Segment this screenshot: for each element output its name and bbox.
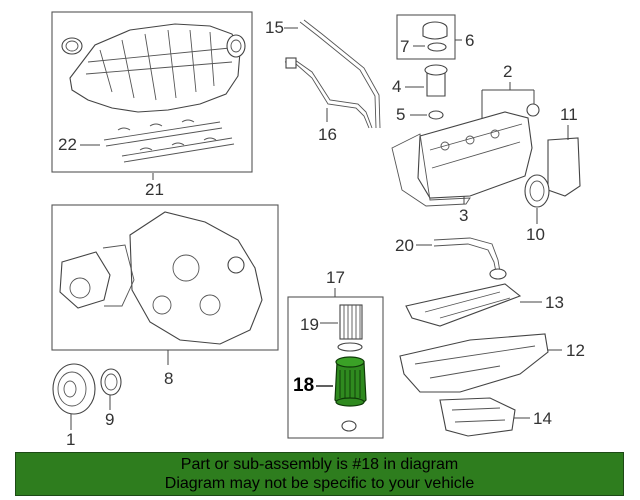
callout-1: 1 (66, 430, 75, 449)
exploded-parts-diagram: 22 21 15 16 7 6 4 5 2 (51, 11, 585, 449)
oil-filter-cap-highlighted (334, 356, 367, 407)
callout-7: 7 (400, 37, 409, 56)
callout-12: 12 (566, 341, 585, 360)
timing-cover (129, 211, 263, 345)
o-ring (428, 110, 444, 120)
drain-plug (341, 420, 357, 432)
oil-filter-element (339, 304, 363, 340)
callout-21: 21 (145, 180, 164, 199)
callout-20: 20 (395, 236, 414, 255)
callout-9: 9 (105, 410, 114, 429)
filler-cap-box (396, 14, 456, 60)
callout-13: 13 (545, 293, 564, 312)
callout-16: 16 (318, 125, 337, 144)
oil-filler-cap (422, 21, 448, 40)
cover-seal (526, 103, 540, 117)
cover-plate (547, 137, 581, 197)
callout-17: 17 (326, 268, 345, 287)
gasket-ring (61, 37, 83, 55)
callout-3: 3 (459, 206, 468, 225)
filter-o-ring (337, 342, 363, 352)
upper-oil-pan (399, 333, 549, 393)
callout-10: 10 (526, 225, 545, 244)
dipstick-and-guide (284, 19, 381, 129)
callout-11: 11 (560, 105, 578, 124)
callout-15: 15 (265, 18, 284, 37)
baffle-plate (405, 283, 522, 327)
callout-22: 22 (58, 135, 77, 154)
intake-manifold (69, 23, 246, 113)
callout-19: 19 (300, 315, 319, 334)
intake-gaskets (103, 119, 235, 163)
callout-4: 4 (392, 77, 401, 96)
callout-6: 6 (465, 31, 474, 50)
banner-line-2: Diagram may not be specific to your vehi… (164, 475, 475, 492)
pcv-valve (424, 64, 448, 97)
callout-18: 18 (293, 375, 314, 396)
banner-line-1: Part or sub-assembly is #18 in diagram (180, 456, 459, 473)
info-banner: Part or sub-assembly is #18 in diagram D… (15, 452, 624, 496)
lower-oil-pan (439, 397, 516, 437)
crankshaft-seal (100, 368, 122, 396)
callout-8: 8 (164, 369, 173, 388)
callout-14: 14 (533, 409, 552, 428)
intake-manifold-group-box (51, 11, 253, 173)
crankshaft-pulley (52, 363, 96, 415)
pump-gasket (102, 244, 135, 307)
oil-pickup-tube (433, 237, 507, 280)
valve-cover (417, 111, 533, 199)
filler-cap-gasket (427, 42, 447, 52)
oil-seal (524, 174, 550, 208)
water-pump (59, 251, 111, 309)
callout-5: 5 (396, 105, 405, 124)
callout-2: 2 (503, 62, 512, 81)
valve-cover-gasket (391, 133, 471, 207)
timing-cover-group-box (51, 204, 279, 351)
idler-pulley (227, 256, 245, 274)
